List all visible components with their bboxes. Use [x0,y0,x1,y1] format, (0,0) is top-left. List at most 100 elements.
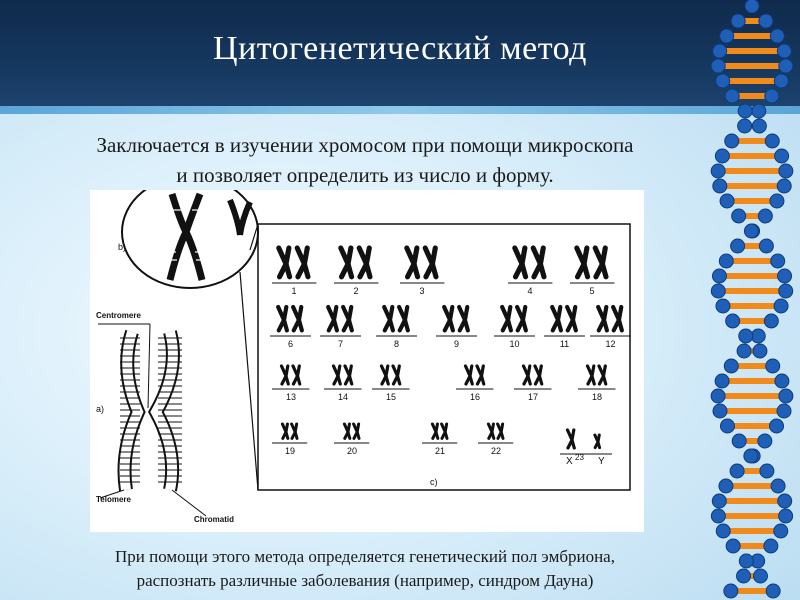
chromosome-number-label: 20 [347,446,357,456]
chromosome-20-b [352,422,361,440]
chromosome-pair-13: 13 [272,364,310,402]
chromosome-pair-15: 15 [372,364,410,402]
chromosome-3-a [404,245,421,280]
chromatid-label: Chromatid [194,515,234,524]
chromosome-number-label: 12 [605,339,615,349]
chromosome-number-label: 14 [338,392,348,402]
sex-chr-y-label: Y [598,456,605,467]
chromosome-pair-12: 12 [590,304,631,349]
chromosome-pair-16: 16 [456,364,494,402]
chromosome-number-label: 13 [286,392,296,402]
chromosome-pair-19: 19 [272,422,308,456]
chromosome-1-b [294,245,311,280]
chromosome-15-a [379,364,390,386]
chromosome-number-label: 9 [454,339,459,349]
chromosome-number-label: 11 [560,339,569,349]
chromosome-pair-21: 21 [422,422,458,456]
chromosome-number-label: 18 [592,392,602,402]
chromosome-number-label: 2 [353,286,358,296]
chromosome-18-a [585,364,596,386]
chromosome-number-label: 10 [509,339,519,349]
chromosome-number-label: 6 [288,339,293,349]
chromosome-number-label: 1 [291,286,296,296]
chromosome-5-a [574,245,591,280]
chromosome-pair-8: 8 [376,304,417,349]
chromosome-9-b [457,304,470,333]
chromosome-pair-20: 20 [334,422,370,456]
footer-line-2: распознать различные заболевания (наприм… [136,571,594,590]
chromosome-13-b [291,364,302,386]
karyotype-frame [257,223,631,491]
chromosome-4-a [512,245,529,280]
chromosome-17-b [533,364,544,386]
title-bar [0,0,800,112]
chromosome-7-b [341,304,354,333]
chromosome-12-a [596,304,610,333]
chromosome-22-b [496,422,505,440]
chromosome-number-label: 16 [470,392,480,402]
dna-helix-decoration [710,0,794,599]
chromosome-diagram: Centromere a) Telomere Chromatid [96,311,234,524]
chromosome-10-b [515,304,528,333]
chromosome-16-b [475,364,486,386]
chromosome-x [565,428,576,450]
label-a: a) [96,404,104,414]
chromosome-10-a [500,304,514,333]
chromosome-number-label: 8 [394,339,399,349]
chromosome-number-label: 7 [338,339,343,349]
chromosome-pair-10: 10 [494,304,535,349]
slide-title: Цитогенетический метод [213,30,587,67]
telomere-label: Telomere [96,495,132,504]
chromosome-20-a [342,422,352,440]
chromosome-pair-3: 3 [400,245,445,296]
chromosome-15-b [391,364,402,386]
chromosome-8-b [397,304,410,333]
label-b: b) [118,242,126,252]
chromosome-14-a [331,364,342,386]
chromosome-2-a [338,245,355,280]
chromosome-14-b [343,364,354,386]
chromosome-pair-1: 1 [272,245,317,296]
chromosome-pair-2: 2 [334,245,379,296]
chromosome-5-b [592,245,609,280]
chromosome-pair-22: 22 [478,422,514,456]
sex-chromosome-pair: X 23 Y [560,428,612,467]
chromosome-pair-6: 6 [270,304,311,349]
chromosome-pair-14: 14 [324,364,362,402]
chromosome-21-b [440,422,449,440]
chromosome-number-label: 3 [419,286,424,296]
intro-line-1: Заключается в изучении хромосом при помо… [96,133,634,157]
chromosome-pair-11: 11 [544,304,585,349]
sex-chr-x-label: X [566,456,573,467]
footer-line-1: При помощи этого метода определяется ген… [115,547,615,566]
chromosome-8-a [382,304,396,333]
chromosome-3-b [422,245,439,280]
chromosome-4-b [530,245,547,280]
chromosome-22-a [486,422,496,440]
zoom-circle: b) [118,190,259,289]
chromosome-pair-7: 7 [320,304,361,349]
chromosome-number-label: 22 [491,446,501,456]
chromosome-6-b [291,304,304,333]
chromosome-pair-4: 4 [508,245,553,296]
chromosome-pair-17: 17 [514,364,552,402]
chromosome-1-a [276,245,293,280]
intro-line-2: и позволяет определить из число и форму. [176,163,554,187]
chromosome-pair-5: 5 [570,245,615,296]
chromosome-21-a [430,422,440,440]
chromosome-19-a [280,422,290,440]
chromosome-11-b [565,304,578,333]
sex-chr-number: 23 [575,453,584,462]
chromosome-number-label: 4 [527,286,532,296]
chromosome-16-a [463,364,474,386]
chromosome-2-b [356,245,373,280]
chromosome-7-a [326,304,340,333]
centromere-label: Centromere [96,311,141,320]
chromosome-6-a [276,304,290,333]
intro-text: Заключается в изучении хромосом при помо… [0,130,730,190]
chromosome-pair-9: 9 [436,304,477,349]
chromosome-number-label: 21 [435,446,445,456]
chromosome-pair-18: 18 [578,364,616,402]
